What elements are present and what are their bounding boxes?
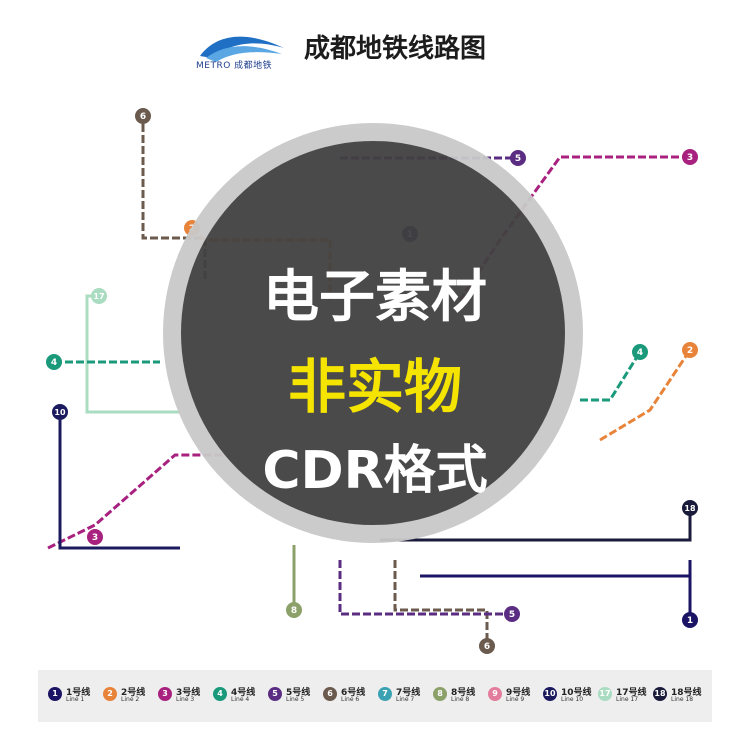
legend-sublabel: Line 8 [451, 696, 470, 703]
line-6-route [141, 124, 207, 280]
badge-line-6-north: 6 [135, 108, 151, 124]
badge-line-2-east: 2 [682, 342, 698, 358]
overlay-text-3: CDR格式 [262, 441, 488, 501]
legend-sublabel: Line 3 [176, 696, 195, 703]
legend-label: 7号线 [396, 688, 421, 698]
svg-text:8: 8 [291, 606, 297, 616]
legend-sublabel: Line 5 [286, 696, 305, 703]
legend-dot: 1 [48, 687, 62, 701]
svg-text:1: 1 [687, 616, 693, 626]
legend-dot: 3 [158, 687, 172, 701]
badge-line-18: 18 [682, 500, 698, 516]
legend-sublabel: Line 4 [231, 696, 250, 703]
header: METRO 成都地铁 成都地铁线路图 [0, 0, 750, 86]
line-3-west [47, 453, 225, 550]
legend-label: 3号线 [176, 688, 201, 698]
badge-line-3-south: 3 [87, 529, 103, 545]
badge-line-17: 17 [91, 288, 107, 304]
legend-label: 5号线 [286, 688, 311, 698]
legend-sublabel: Line 18 [671, 696, 694, 703]
svg-text:17: 17 [93, 292, 104, 301]
svg-text:6: 6 [484, 642, 490, 652]
legend-sublabel: Line 9 [506, 696, 525, 703]
metro-logo-icon [200, 36, 284, 62]
line-18-route [380, 508, 692, 542]
badge-line-5-south: 5 [504, 606, 520, 622]
svg-text:2: 2 [687, 346, 693, 356]
badge-line-4-west: 4 [46, 354, 62, 370]
badge-line-10: 10 [52, 404, 68, 420]
legend-sublabel: Line 6 [341, 696, 360, 703]
overlay-text-2: 非实物 [287, 353, 462, 421]
legend-dot: 2 [103, 687, 117, 701]
legend-sublabel: Line 17 [616, 696, 639, 703]
legend-dot: 7 [378, 687, 392, 701]
legend-dot: 9 [488, 687, 502, 701]
legend-dot: 18 [653, 687, 667, 701]
svg-text:10: 10 [54, 408, 66, 417]
line-2-east [599, 349, 692, 442]
legend-label: 17号线 [616, 688, 647, 698]
overlay-text-1: 电子素材 [263, 265, 487, 330]
svg-text:5: 5 [515, 154, 521, 164]
legend-label: 2号线 [121, 688, 146, 698]
overlay-disc [181, 141, 565, 525]
legend-dot: 10 [543, 687, 557, 701]
svg-text:5: 5 [509, 610, 515, 620]
legend-label: 1号线 [66, 688, 91, 698]
legend-label: 10号线 [561, 688, 592, 698]
svg-text:4: 4 [637, 348, 643, 358]
svg-text:3: 3 [92, 533, 98, 543]
line-4-east [580, 351, 642, 402]
badge-line-3-north: 3 [682, 149, 698, 165]
legend-dot: 4 [213, 687, 227, 701]
line-5-south [338, 560, 512, 616]
line-10-route [58, 420, 180, 550]
legend-dot: 8 [433, 687, 447, 701]
legend-label: 6号线 [341, 688, 366, 698]
svg-text:3: 3 [687, 153, 693, 163]
line-6-south [393, 560, 489, 646]
legend-dot: 6 [323, 687, 337, 701]
legend-dot: 5 [268, 687, 282, 701]
legend-sublabel: Line 10 [561, 696, 584, 703]
legend-dot: 17 [598, 687, 612, 701]
badge-line-1-south: 1 [682, 612, 698, 628]
svg-text:6: 6 [140, 112, 146, 122]
badge-line-5-north: 5 [510, 150, 526, 166]
legend-label: 8号线 [451, 688, 476, 698]
legend-label: 4号线 [231, 688, 256, 698]
badge-line-4-east: 4 [632, 344, 648, 360]
legend-label: 18号线 [671, 688, 702, 698]
legend-label: 9号线 [506, 688, 531, 698]
svg-text:4: 4 [51, 358, 57, 368]
legend-sublabel: Line 7 [396, 696, 415, 703]
svg-text:18: 18 [684, 504, 696, 513]
badge-line-8: 8 [286, 602, 302, 618]
overlay-ring [163, 123, 583, 543]
page-title: 成都地铁线路图 [304, 34, 487, 64]
badge-line-6-south: 6 [479, 638, 495, 654]
legend-sublabel: Line 2 [121, 696, 140, 703]
legend-sublabel: Line 1 [66, 696, 85, 703]
logo-text: METRO 成都地铁 [196, 61, 273, 71]
